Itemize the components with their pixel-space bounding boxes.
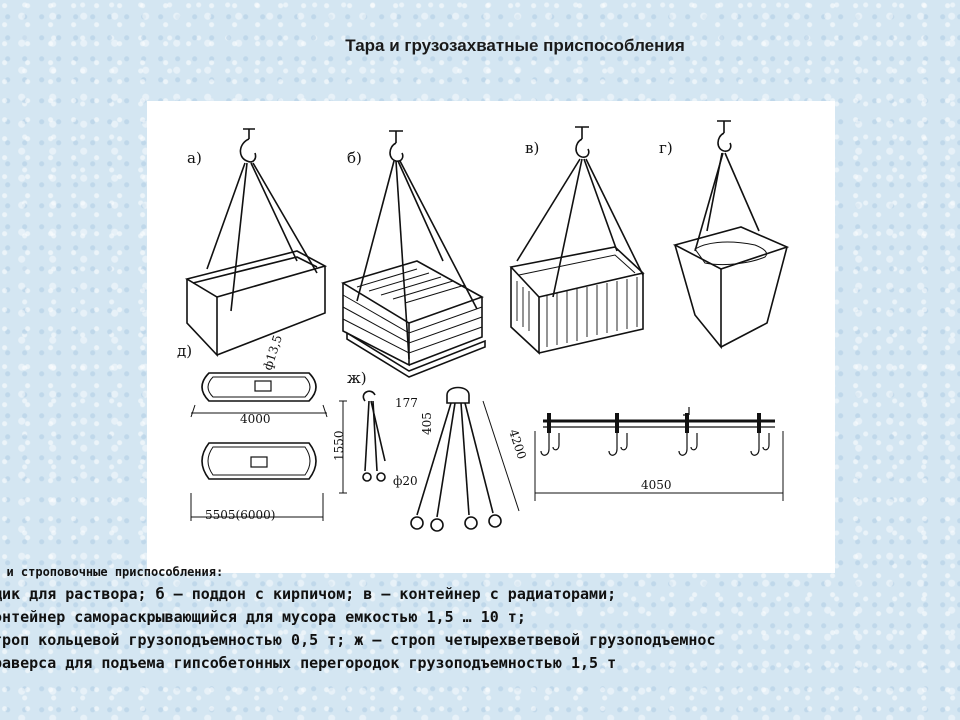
dim-4000: 4000 xyxy=(240,412,271,426)
pallet-with-bricks-drawing: б) xyxy=(341,130,486,378)
ring-sling-drawing: д) 4000 ф13,5 5505(6000) xyxy=(177,333,328,522)
self-opening-container-drawing: г) xyxy=(659,120,790,350)
caption-line-1: а и строповочные приспособления: xyxy=(0,565,224,579)
slide-title: Тара и грузозахватные приспособления xyxy=(345,36,685,55)
caption-line-5: траверса для подъема гипсобетонных перег… xyxy=(0,654,617,672)
label-g: г) xyxy=(659,139,673,157)
rigging-illustration: а) б) xyxy=(147,101,835,573)
label-zh: ж) xyxy=(347,369,367,387)
four-leg-sling-drawing: ж) 1550 177 ф20 405 4200 xyxy=(332,369,529,532)
radiator-container-drawing: в) xyxy=(509,126,645,355)
dim-4050: 4050 xyxy=(641,478,672,492)
label-b: б) xyxy=(347,149,362,167)
figure-caption: а и строповочные приспособления: ящик дл… xyxy=(0,565,960,675)
label-a: а) xyxy=(187,149,202,167)
caption-line-3: контейнер самораскрывающийся для мусора … xyxy=(0,608,526,626)
dim-405: 405 xyxy=(420,412,434,435)
dim-4200: 4200 xyxy=(506,428,529,461)
caption-line-4: строп кольцевой грузоподъемностью 0,5 т;… xyxy=(0,631,716,649)
label-d: д) xyxy=(177,342,192,360)
caption-line-2: ящик для раствора; б – поддон с кирпичом… xyxy=(0,585,617,603)
dim-5505-6000: 5505(6000) xyxy=(205,508,275,522)
box-for-mortar-drawing: а) xyxy=(184,128,328,358)
dim-diameter-13-5: ф13,5 xyxy=(261,333,285,372)
traverse-beam-drawing: 4050 xyxy=(534,407,784,501)
dim-1550: 1550 xyxy=(332,430,346,461)
dim-diameter-20: ф20 xyxy=(393,474,418,488)
dim-177: 177 xyxy=(395,396,418,410)
label-v: в) xyxy=(525,139,539,157)
